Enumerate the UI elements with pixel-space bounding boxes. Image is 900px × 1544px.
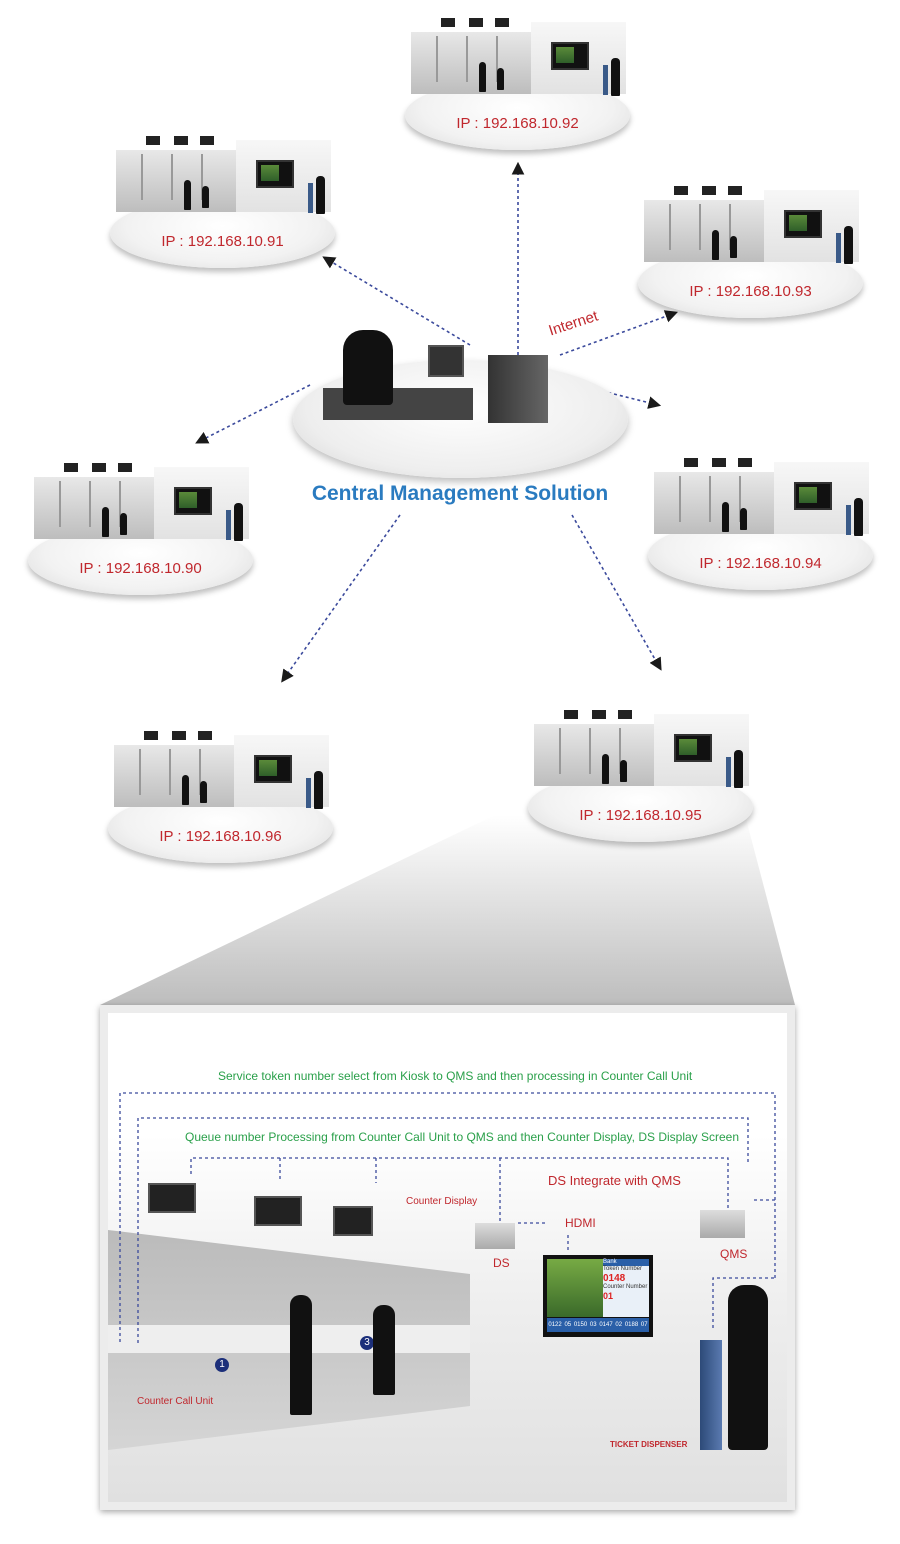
counter-display-1: [148, 1183, 196, 1213]
screen-token: 0148: [603, 1272, 626, 1284]
branch-node-95: IP : 192.168.10.95: [528, 702, 753, 842]
ds-display-screen: Bank Token Number 0148 Counter Number 01…: [543, 1255, 653, 1337]
counter-display-label: Counter Display: [406, 1196, 478, 1207]
screen-counter: 01: [603, 1291, 614, 1302]
counter-desk: [108, 1325, 470, 1353]
counter-display-3: [333, 1206, 373, 1236]
ds-device: [475, 1223, 515, 1249]
arrow-to-91: [322, 256, 471, 346]
branch-scene-icon: [34, 455, 249, 555]
branch-ip-label: IP : 192.168.10.92: [456, 115, 579, 132]
zoom-beam: [100, 815, 795, 1005]
branch-node-90: IP : 192.168.10.90: [28, 455, 253, 595]
branch-scene-icon: [411, 10, 626, 110]
branch-node-94: IP : 192.168.10.94: [648, 450, 873, 590]
branch-node-96: IP : 192.168.10.96: [108, 723, 333, 863]
ticker-value: 02: [615, 1322, 623, 1328]
hdmi-label: HDMI: [565, 1216, 596, 1230]
counter-call-unit-label: Counter Call Unit: [137, 1396, 214, 1407]
arrow-to-96: [281, 514, 401, 683]
ds-integrate-label: DS Integrate with QMS: [548, 1173, 681, 1188]
ds-label: DS: [493, 1256, 510, 1270]
branch-scene-icon: [654, 450, 869, 550]
central-platform: [293, 330, 628, 478]
branch-ip-label: IP : 192.168.10.95: [579, 807, 702, 824]
screen-token-label: Token Number: [603, 1265, 643, 1272]
counter-badge-3: 3: [360, 1336, 374, 1350]
branch-node-92: IP : 192.168.10.92: [405, 10, 630, 150]
user-silhouette: [728, 1285, 768, 1450]
qms-label: QMS: [720, 1247, 748, 1261]
arrow-to-90: [195, 384, 311, 444]
central-title: Central Management Solution: [311, 482, 609, 505]
screen-counter-label: Counter Number: [603, 1284, 648, 1291]
screen-bank: Bank: [603, 1259, 649, 1266]
operator-desk-icon: [323, 330, 483, 422]
ticket-dispenser-kiosk: [700, 1340, 722, 1450]
branch-ip-label: IP : 192.168.10.94: [699, 555, 822, 572]
flow-arrows: [119, 1092, 776, 1343]
branch-scene-icon: [644, 178, 859, 278]
branch-ip-label: IP : 192.168.10.93: [689, 283, 812, 300]
ticker-value: 0122: [548, 1322, 562, 1328]
ticker-value: 03: [589, 1322, 597, 1328]
flow-1-label: Service token number select from Kiosk t…: [218, 1069, 693, 1083]
counter-display-2: [254, 1196, 302, 1226]
server-tower-icon: [488, 355, 548, 423]
arrow-to-95: [571, 514, 662, 671]
ticket-dispenser-label: TICKET DISPENSER: [610, 1440, 688, 1449]
customer-silhouette: [290, 1295, 312, 1415]
branch-scene-icon: [114, 723, 329, 823]
branch-ip-label: IP : 192.168.10.91: [161, 233, 284, 250]
branch-scene-icon: [534, 702, 749, 802]
counter-badge-1: 1: [215, 1358, 229, 1372]
arrow-to-93: [559, 310, 679, 356]
detail-panel: Service token number select from Kiosk t…: [100, 1005, 795, 1510]
ticker-value: 07: [640, 1322, 648, 1328]
branch-ip-label: IP : 192.168.10.96: [159, 828, 282, 845]
ticker-value: 0147: [599, 1322, 613, 1328]
ticker-value: 0150: [573, 1322, 588, 1328]
branch-node-91: IP : 192.168.10.91: [110, 128, 335, 268]
qms-device: [700, 1210, 745, 1238]
ticker-value: 05: [564, 1322, 572, 1328]
flow-2-label: Queue number Processing from Counter Cal…: [185, 1130, 740, 1144]
branch-scene-icon: [116, 128, 331, 228]
branch-ip-label: IP : 192.168.10.90: [79, 560, 202, 577]
branch-node-93: IP : 192.168.10.93: [638, 178, 863, 318]
ticker-value: 0188: [624, 1322, 639, 1328]
customer-silhouette: [373, 1305, 395, 1395]
